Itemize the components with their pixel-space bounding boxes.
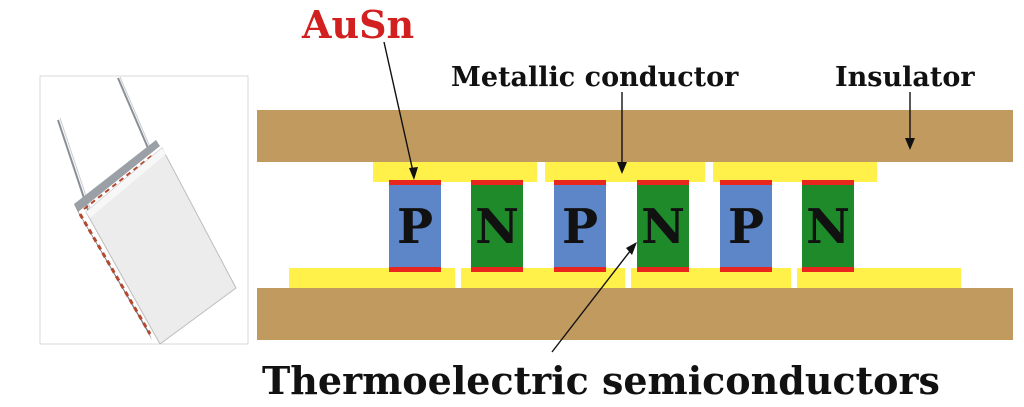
p-type-leg: P xyxy=(389,180,441,272)
ausn-solder-layer xyxy=(389,180,441,185)
ausn-solder-layer xyxy=(720,180,772,185)
n-type-label: N xyxy=(475,199,519,255)
ausn-solder-layer xyxy=(637,180,689,185)
bottom-conductors xyxy=(289,268,961,288)
n-type-leg: N xyxy=(802,180,854,272)
module-photo xyxy=(39,75,249,345)
metallic-conductor xyxy=(289,268,455,288)
ausn-solder-layer xyxy=(637,267,689,272)
ausn-solder-layer xyxy=(554,180,606,185)
semiconductor-body xyxy=(389,180,441,272)
metallic-conductor-label: Metallic conductor xyxy=(451,62,739,93)
semiconductor-body xyxy=(637,180,689,272)
semiconductor-body xyxy=(471,180,523,272)
metallic-conductor xyxy=(545,162,705,182)
semiconductor-body xyxy=(720,180,772,272)
insulator-top xyxy=(257,110,1013,162)
p-type-leg: P xyxy=(720,180,772,272)
ausn-label: AuSn xyxy=(301,2,414,47)
ausn-solder-layer xyxy=(471,267,523,272)
ausn-solder-layer xyxy=(389,267,441,272)
module-pellets xyxy=(78,153,155,335)
p-type-label: P xyxy=(728,199,764,255)
ausn-solder-layer xyxy=(720,267,772,272)
metallic-conductor xyxy=(461,268,625,288)
ausn-solder-layer xyxy=(802,267,854,272)
metallic-conductor xyxy=(373,162,537,182)
metallic-conductor xyxy=(631,268,791,288)
n-type-leg: N xyxy=(637,180,689,272)
ausn-solder-layer xyxy=(471,180,523,185)
n-type-label: N xyxy=(641,199,685,255)
n-type-label: N xyxy=(806,199,850,255)
p-type-label: P xyxy=(397,199,433,255)
semiconductor-body xyxy=(554,180,606,272)
p-type-leg: P xyxy=(554,180,606,272)
leader-lines xyxy=(383,41,915,353)
metallic-conductor xyxy=(713,162,877,182)
metallic-conductor xyxy=(797,268,961,288)
semiconductor-body xyxy=(802,180,854,272)
insulator-label: Insulator xyxy=(835,62,975,93)
ausn-solder-layer xyxy=(554,267,606,272)
thermoelectric-semiconductors-label: Thermoelectric semiconductors xyxy=(262,358,940,403)
p-type-label: P xyxy=(562,199,598,255)
n-type-leg: N xyxy=(471,180,523,272)
ausn-solder-layer xyxy=(802,180,854,185)
insulator-bottom xyxy=(257,288,1013,340)
